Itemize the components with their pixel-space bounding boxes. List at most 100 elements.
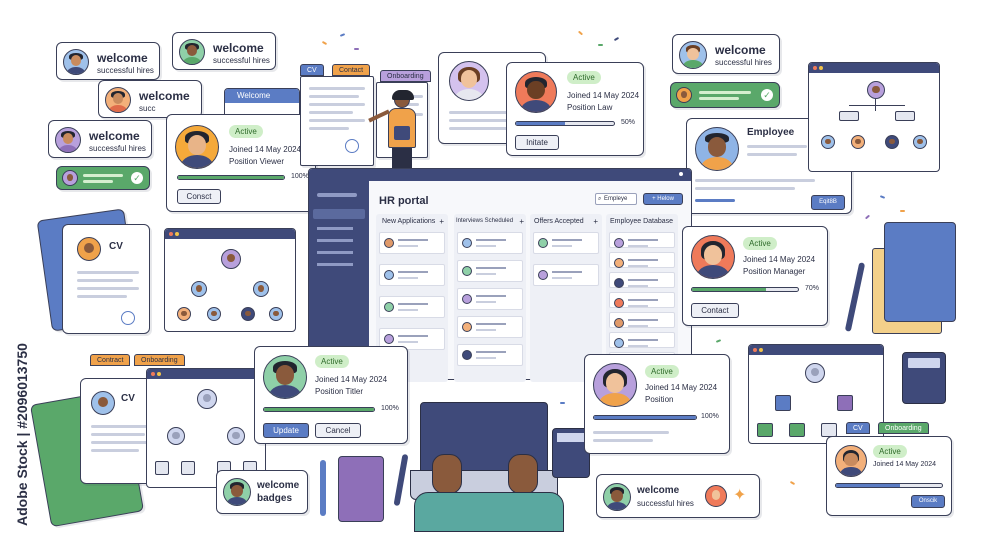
avatar xyxy=(221,249,241,269)
search-input[interactable]: ⌕Empleye xyxy=(595,193,637,205)
onscik-button[interactable]: Onscik xyxy=(911,495,945,508)
welcome-badges-card[interactable]: welcome badges xyxy=(216,470,308,514)
status-badge: Active xyxy=(567,71,601,84)
avatar xyxy=(91,391,115,415)
progress-label: 100% xyxy=(381,405,399,412)
welcome-card[interactable]: welcome successful hires ✦ xyxy=(596,474,760,518)
tab-contract[interactable]: Contract xyxy=(90,354,131,366)
sidebar-item-active[interactable] xyxy=(313,209,365,219)
avatar xyxy=(462,238,472,248)
avatar xyxy=(691,235,735,279)
tab-cv[interactable]: CV xyxy=(300,64,324,76)
welcome-sub: successful hires xyxy=(715,58,772,67)
tab-cv[interactable]: CV xyxy=(846,422,870,434)
welcome-sub: succ xyxy=(139,104,156,113)
kanban-card[interactable] xyxy=(609,332,675,348)
status-badge: Active xyxy=(873,445,907,458)
profile-card-bottom-right[interactable]: Active Joined 14 May 2024 Onscik xyxy=(826,436,952,516)
cv-label: CV xyxy=(109,241,123,252)
kanban-card[interactable] xyxy=(379,328,445,350)
welcome-sub: badges xyxy=(257,493,293,504)
welcome-title: welcome xyxy=(139,89,190,103)
kanban-card[interactable] xyxy=(457,344,523,366)
avatar xyxy=(62,170,78,186)
search-icon: ⌕ xyxy=(598,196,602,202)
tab-onboarding[interactable]: Onboarding xyxy=(878,422,929,434)
org-chart-window xyxy=(146,368,266,488)
check-icon: ✓ xyxy=(131,172,143,184)
kanban-card[interactable] xyxy=(609,252,675,268)
pen xyxy=(320,460,326,516)
kanban-card[interactable] xyxy=(533,264,599,286)
kanban-card[interactable] xyxy=(457,288,523,310)
kanban-card[interactable] xyxy=(379,264,445,286)
avatar xyxy=(77,237,101,261)
cancel-button[interactable]: Cancel xyxy=(315,423,361,438)
tab-onboarding[interactable]: Onboarding xyxy=(380,70,431,82)
search-text: Empleye xyxy=(604,196,628,202)
presenter-person xyxy=(368,90,422,172)
profile-card-law[interactable]: Active Joined 14 May 2024 Position Law 5… xyxy=(506,62,644,156)
avatar xyxy=(593,363,637,407)
kanban-card[interactable] xyxy=(379,232,445,254)
avatar xyxy=(384,334,394,344)
update-button[interactable]: Update xyxy=(263,423,309,438)
profile-card-viewer[interactable]: Active Joined 14 May 2024 Position Viewe… xyxy=(166,114,316,212)
avatar xyxy=(676,87,692,103)
welcome-title: welcome xyxy=(213,41,264,55)
profile-card-manager[interactable]: Active Joined 14 May 2024 Position Manag… xyxy=(682,226,828,326)
initate-button[interactable]: Initate xyxy=(515,135,559,150)
add-icon[interactable]: + xyxy=(593,217,598,226)
tab-onboarding[interactable]: Onboarding xyxy=(134,354,185,366)
welcome-card[interactable]: welcome successful hires xyxy=(672,34,780,74)
cv-document: CV xyxy=(62,224,150,334)
kanban-card[interactable] xyxy=(457,316,523,338)
avatar xyxy=(179,39,205,65)
employee-action-button[interactable]: Eqit8B xyxy=(811,195,845,210)
avatar xyxy=(695,127,739,171)
welcome-sub: successful hires xyxy=(97,66,154,75)
kanban-card[interactable] xyxy=(379,296,445,318)
add-icon[interactable]: + xyxy=(519,217,524,226)
kanban-card[interactable] xyxy=(457,260,523,282)
add-button[interactable]: + Helow xyxy=(643,193,683,205)
kanban-card[interactable] xyxy=(533,232,599,254)
welcome-title: welcome xyxy=(89,129,140,143)
position-label: Position Manager xyxy=(743,267,806,276)
notification-pill[interactable]: ✓ xyxy=(670,82,780,108)
avatar xyxy=(515,71,557,113)
watermark: Adobe Stock | #2096013750 xyxy=(14,343,30,526)
position-label: Position Viewer xyxy=(229,157,284,166)
avatar xyxy=(679,41,707,69)
welcome-card[interactable]: welcome successful hires xyxy=(56,42,160,80)
kanban-card[interactable] xyxy=(609,292,675,308)
column-header: New Applications xyxy=(382,218,436,225)
party-popper-icon: ✦ xyxy=(733,487,747,504)
progress-bar xyxy=(263,407,375,412)
avatar xyxy=(175,125,219,169)
joined-date: Joined 14 May 2024 xyxy=(873,461,937,468)
welcome-window[interactable]: Welcome xyxy=(224,88,300,118)
avatar xyxy=(538,238,548,248)
status-badge: Active xyxy=(743,237,777,250)
profile-card-titler[interactable]: Active Joined 14 May 2024 Position Title… xyxy=(254,346,408,444)
notification-pill[interactable]: ✓ xyxy=(56,166,150,190)
tab-contact[interactable]: Contact xyxy=(332,64,371,76)
joined-date: Joined 14 May 2024 xyxy=(743,255,816,264)
page-title: HR portal xyxy=(379,195,429,207)
progress-label: 100% xyxy=(291,173,309,180)
welcome-card[interactable]: welcome successful hires xyxy=(48,120,152,158)
profile-card-position[interactable]: Active Joined 14 May 2024 Position 100% xyxy=(584,354,730,454)
kanban-card[interactable] xyxy=(457,232,523,254)
add-icon[interactable]: + xyxy=(439,217,444,226)
welcome-card-partial[interactable]: welcome succ xyxy=(98,80,202,118)
welcome-card[interactable]: welcome successful hires xyxy=(172,32,276,70)
joined-date: Joined 14 May 2024 xyxy=(229,145,302,154)
column-header: Interviews Scheduled xyxy=(456,218,514,224)
contact-button[interactable]: Contact xyxy=(691,303,739,318)
kanban-card[interactable] xyxy=(609,312,675,328)
consct-button[interactable]: Consct xyxy=(177,189,221,204)
welcome-sub: successful hires xyxy=(213,56,270,65)
kanban-card[interactable] xyxy=(609,232,675,248)
kanban-card[interactable] xyxy=(609,272,675,288)
